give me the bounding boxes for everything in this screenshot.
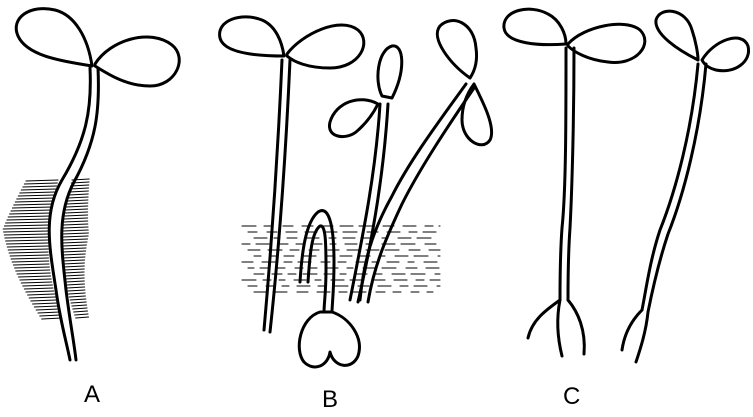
seedling-c2-left-cotyledon — [656, 11, 698, 60]
seedling-b1-left-cotyledon — [220, 17, 284, 56]
seedling-a-right-cotyledon — [95, 37, 179, 86]
seedling-c1-right-cotyledon — [568, 24, 645, 62]
seedling-a — [3, 9, 179, 360]
seedling-b3-cotyledon-top — [378, 46, 402, 98]
seedling-b1-right-cotyledon — [287, 25, 364, 68]
seedling-c-group — [504, 9, 749, 362]
seedling-a-root-hairs — [3, 179, 89, 319]
seedling-a-stem-right — [62, 68, 99, 360]
seedling-c2-stem-right — [648, 64, 706, 312]
panel-label-a: A — [84, 383, 100, 407]
seedling-c1-stem-right — [568, 48, 574, 300]
seedling-b-group — [220, 17, 492, 367]
seedling-c2-stem-left — [642, 64, 698, 310]
seedling-c1-stem-left — [560, 48, 566, 300]
seedling-c1-root-branches — [528, 300, 584, 356]
seedling-c1-left-cotyledon — [504, 9, 566, 44]
seedling-b2-hook-inner — [308, 226, 326, 312]
seedling-c2-root-branches — [622, 310, 648, 362]
seedling-b4-cotyledon-top — [437, 21, 476, 78]
seedling-b4-cotyledon-right — [462, 84, 492, 145]
panel-label-c: C — [563, 385, 580, 409]
seedling-b4-stem-right — [368, 88, 474, 302]
seedling-a-left-cotyledon — [16, 9, 92, 66]
seedling-b2-seed — [299, 312, 359, 367]
seedling-c2-right-cotyledon — [702, 38, 749, 71]
panel-label-b: B — [322, 388, 338, 412]
seedling-b3-cotyledon-left — [329, 100, 378, 137]
